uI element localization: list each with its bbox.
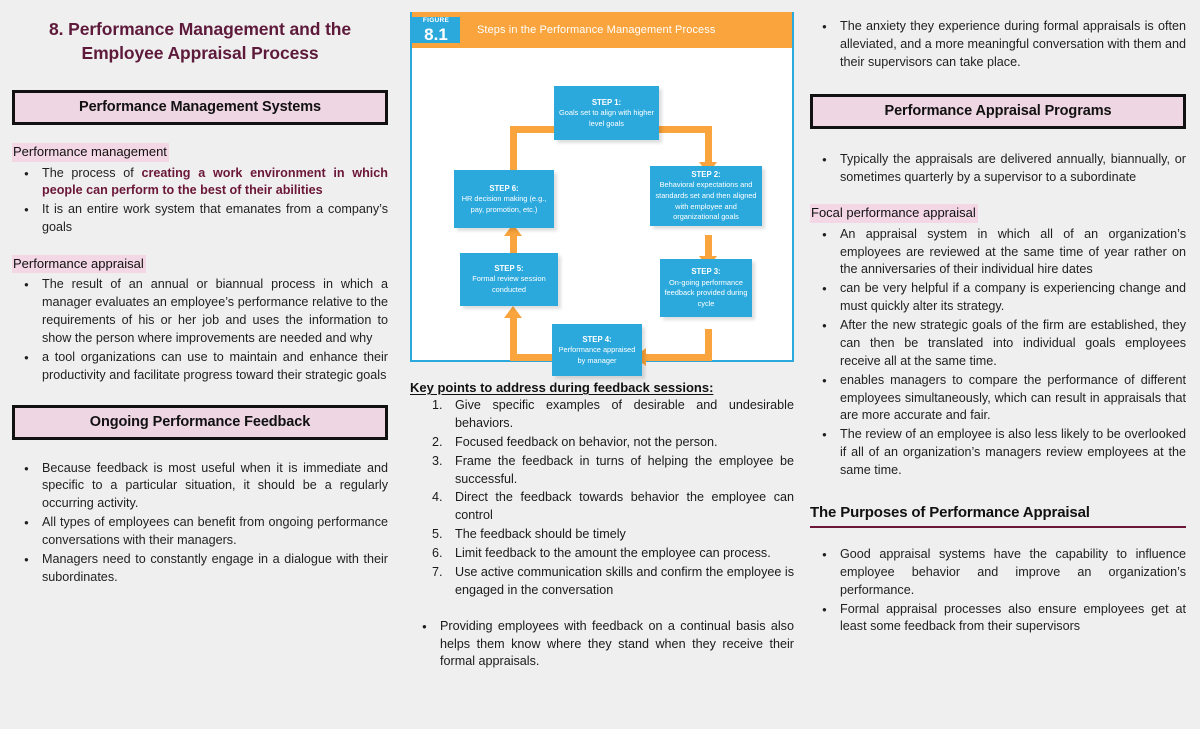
performance-management-bullets: The process of creating a work environme… <box>12 165 388 238</box>
bullet-bold-text: creating a work environment in which peo… <box>42 165 388 198</box>
figure-title: Steps in the Performance Management Proc… <box>477 24 716 36</box>
list-item: The anxiety they experience during forma… <box>810 18 1186 72</box>
list-item: Good appraisal systems have the capabili… <box>810 546 1186 600</box>
arrow-step2-to-step3 <box>705 235 712 259</box>
left-column: 8. Performance Management and the Employ… <box>0 0 400 729</box>
arrow-step6-to-step1-horizontal <box>510 126 572 133</box>
figure-label: FIGURE <box>422 17 450 25</box>
list-item: The feedback should be timely <box>432 526 626 544</box>
list-item: Typically the appraisals are delivered a… <box>810 151 1186 187</box>
figure-step-6: STEP 6: HR decision making (e.g., pay, p… <box>454 170 554 228</box>
focal-appraisal-bullets: An appraisal system in which all of an o… <box>810 226 1186 480</box>
center-column: FIGURE 8.1 Steps in the Performance Mana… <box>400 0 800 729</box>
heading-underline-rule <box>810 525 1186 528</box>
step-title: STEP 2: <box>691 169 721 179</box>
list-item: An appraisal system in which all of an o… <box>810 226 1186 280</box>
arrow-step3-to-step4-vertical <box>705 329 712 361</box>
figure-banner: FIGURE 8.1 Steps in the Performance Mana… <box>412 12 792 48</box>
step-body: HR decision making (e.g., pay, promotion… <box>461 193 547 214</box>
figure-step-5: STEP 5: Formal review session conducted <box>460 253 558 306</box>
key-points-list: Give specific examples of desirable and … <box>410 397 794 600</box>
list-item: Managers need to constantly engage in a … <box>12 551 388 587</box>
purposes-bullets: Good appraisal systems have the capabili… <box>810 546 1186 636</box>
list-item: Use active communication skills and conf… <box>432 564 794 597</box>
step-title: STEP 6: <box>489 183 519 193</box>
bullet-lead-text: The process of <box>42 165 142 180</box>
list-item: Give specific examples of desirable and … <box>432 397 794 430</box>
arrow-step5-to-step6 <box>510 234 517 258</box>
list-item: Because feedback is most useful when it … <box>12 460 388 514</box>
figure-step-4: STEP 4: Performance appraised by manager <box>552 324 642 376</box>
arrow-step4-to-step5-vertical <box>510 316 517 361</box>
list-item: All types of employees can benefit from … <box>12 514 388 550</box>
list-item: Focused feedback on behavior, not the pe… <box>432 434 718 452</box>
term-performance-appraisal: Performance appraisal <box>12 255 146 274</box>
figure-step-2: STEP 2: Behavioral expectations and stan… <box>650 166 762 226</box>
figure-step-1: STEP 1: Goals set to align with higher l… <box>554 86 659 140</box>
figure-canvas: STEP 1: Goals set to align with higher l… <box>412 48 792 376</box>
arrow-step6-to-step1-vertical <box>510 126 517 170</box>
figure-step-3: STEP 3: On-going performance feedback pr… <box>660 259 752 317</box>
list-item: After the new strategic goals of the fir… <box>810 317 1186 371</box>
arrow-step1-to-step2-vertical <box>705 126 712 164</box>
center-closing-bullet: Providing employees with feedback on a c… <box>410 618 794 672</box>
list-item: enables managers to compare the performa… <box>810 372 1186 426</box>
term-focal-performance-appraisal: Focal performance appraisal <box>810 204 978 223</box>
arrow-step1-to-step2-horizontal <box>628 126 712 133</box>
heading-purposes-of-performance-appraisal: The Purposes of Performance Appraisal <box>810 503 1090 521</box>
figure-8-1: FIGURE 8.1 Steps in the Performance Mana… <box>410 12 794 376</box>
term-performance-management: Performance management <box>12 143 169 162</box>
list-item: Direct the feedback towards behavior the… <box>432 489 794 523</box>
step-body: Performance appraised by manager <box>558 344 636 365</box>
list-item: Limit feedback to the amount the employe… <box>432 545 771 563</box>
step-body: On-going performance feedback provided d… <box>664 277 748 309</box>
step-body: Goals set to align with higher level goa… <box>559 107 654 128</box>
key-points-heading: Key points to address during feedback se… <box>410 380 714 395</box>
appraisal-programs-bullets: Typically the appraisals are delivered a… <box>810 151 1186 187</box>
list-item: a tool organizations can use to maintain… <box>12 349 388 385</box>
arrowhead-into-step5 <box>504 306 522 318</box>
ongoing-feedback-bullets: Because feedback is most useful when it … <box>12 460 388 587</box>
list-item: Formal appraisal processes also ensure e… <box>810 601 1186 637</box>
step-title: STEP 5: <box>494 264 524 274</box>
list-item: The process of creating a work environme… <box>12 165 388 201</box>
right-column: The anxiety they experience during forma… <box>800 0 1200 729</box>
step-title: STEP 1: <box>591 97 622 107</box>
step-body: Behavioral expectations and standards se… <box>655 180 757 222</box>
figure-number: 8.1 <box>424 24 448 44</box>
arrow-step3-to-step4-horizontal <box>642 354 712 361</box>
right-top-bullets: The anxiety they experience during forma… <box>810 18 1186 72</box>
list-item: can be very helpful if a company is expe… <box>810 280 1186 316</box>
figure-number-tag: FIGURE 8.1 <box>412 17 460 43</box>
list-item: The result of an annual or biannual proc… <box>12 276 388 348</box>
arrow-step4-to-step5-horizontal <box>510 354 568 361</box>
list-item: Frame the feedback in turns of helping t… <box>432 453 794 486</box>
section-header-performance-appraisal-programs: Performance Appraisal Programs <box>810 93 1186 129</box>
section-header-ongoing-performance-feedback: Ongoing Performance Feedback <box>12 404 388 440</box>
step-title: STEP 4: <box>582 334 612 344</box>
section-header-performance-management-systems: Performance Management Systems <box>12 90 388 126</box>
page-title: 8. Performance Management and the Employ… <box>48 19 352 63</box>
performance-appraisal-bullets: The result of an annual or biannual proc… <box>12 276 388 384</box>
step-body: Formal review session conducted <box>472 274 546 295</box>
list-item: The review of an employee is also less l… <box>810 426 1186 480</box>
step-title: STEP 3: <box>691 267 721 277</box>
list-item: It is an entire work system that emanate… <box>12 201 388 237</box>
